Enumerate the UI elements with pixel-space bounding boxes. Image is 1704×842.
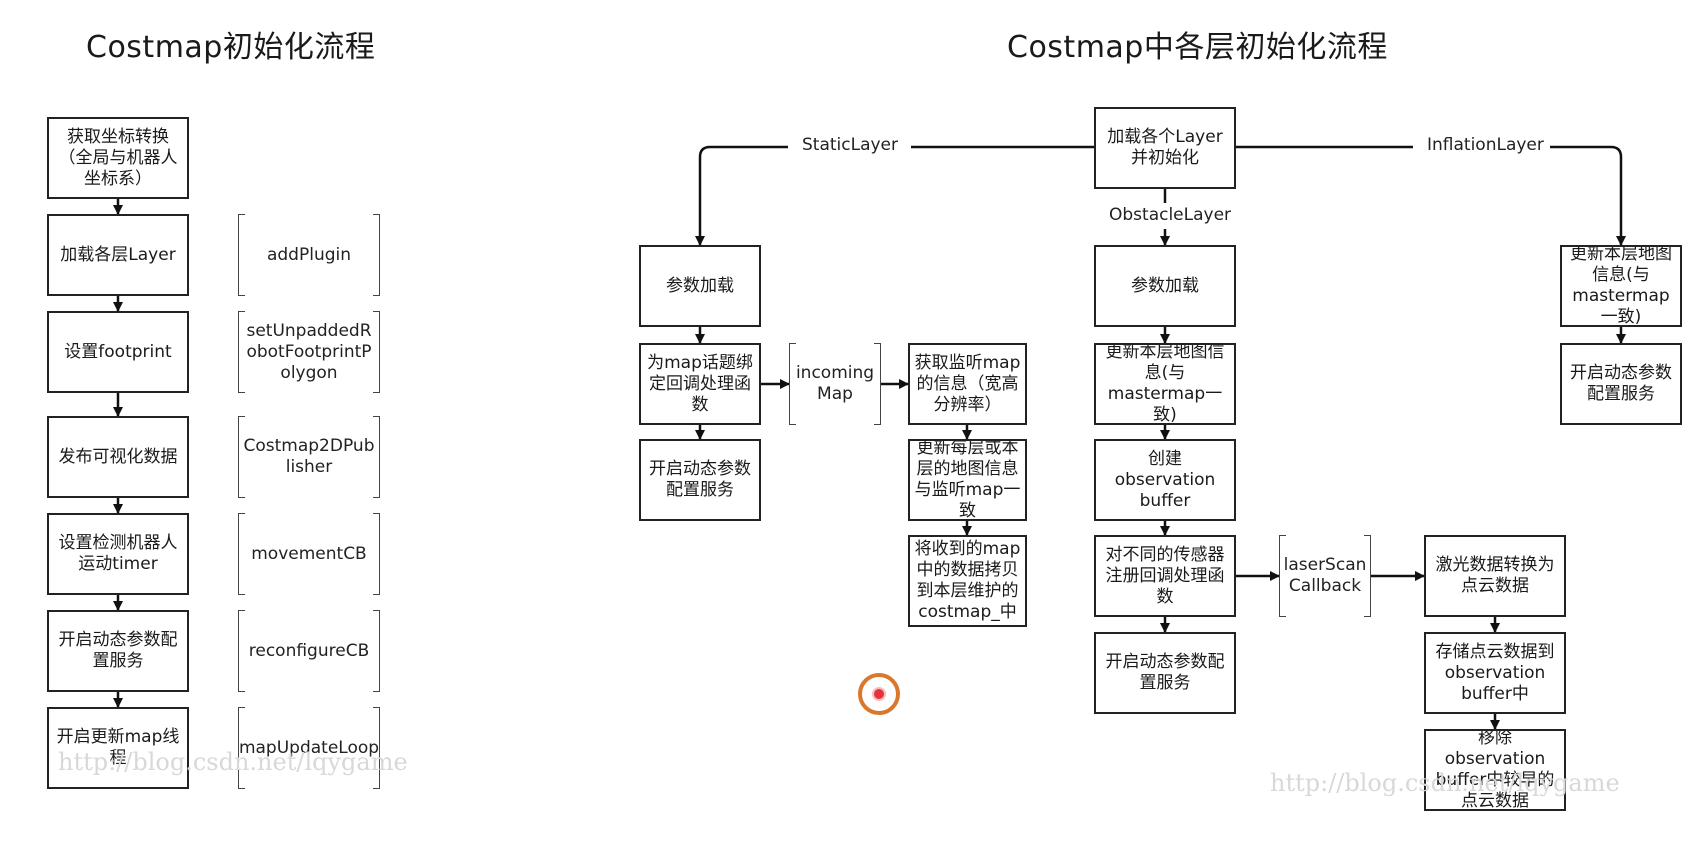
fn-movement-cb: movementCB [238,513,380,595]
edge-label-inflation: InflationLayer [1421,135,1550,155]
cursor-marker-icon [858,673,900,715]
left-title: Costmap初始化流程 [86,30,376,65]
fn-set-footprint-label: setUnpaddedRobotFootprintPolygon [246,320,372,383]
fn-publisher-label: Costmap2DPublisher [243,436,375,477]
fn-map-update-loop: mapUpdateLoop [238,707,380,789]
left-step-reconfigure: 开启动态参数配置服务 [47,610,189,692]
edge-label-obstacle: ObstacleLayer [1103,205,1238,225]
left-step-footprint: 设置footprint [47,311,189,393]
edge-label-static: StaticLayer [796,135,905,155]
obstacle-cb-store: 存储点云数据到observation buffer中 [1424,632,1566,714]
obstacle-create-buffer: 创建observation buffer [1094,439,1236,521]
root-to-static-line-b [695,145,788,246]
root-to-inflation-line-b [1545,145,1626,246]
root-load-layers: 加载各个Layer并初始化 [1094,107,1236,189]
inflation-update-map: 更新本层地图信息(与mastermap一致) [1560,245,1682,327]
fn-reconfigure-cb-label: reconfigureCB [248,640,370,661]
fn-publisher: Costmap2DPublisher [238,416,380,498]
watermark-right: http://blog.csdn.net/lqygame [1270,769,1620,797]
obstacle-cb-remove: 移除observation buffer中较早的点云数据 [1424,729,1566,811]
left-step-transform: 获取坐标转换 （全局与机器人坐标系） [47,117,189,199]
obstacle-update-map: 更新本层地图信息(与mastermap一致) [1094,343,1236,425]
static-cb-copy-data: 将收到的map中的数据拷贝到本层维护的costmap_中 [908,535,1027,627]
static-callback-incoming-map: incomingMap [789,343,881,425]
static-param-load: 参数加载 [639,245,761,327]
watermark-left: http://blog.csdn.net/lqygame [58,748,408,776]
left-step-timer: 设置检测机器人运动timer [47,513,189,595]
fn-add-plugin: addPlugin [238,214,380,296]
static-callback-label: incomingMap [795,363,875,404]
fn-add-plugin-label: addPlugin [266,244,352,265]
obstacle-callback-label: laserScan Callback [1283,555,1367,596]
left-step-update-thread: 开启更新map线程 [47,707,189,789]
obstacle-callback-laser-scan: laserScan Callback [1279,535,1371,617]
static-bind-callback: 为map话题绑定回调处理函数 [639,343,761,425]
cursor-marker-dot [872,687,886,701]
obstacle-param-load: 参数加载 [1094,245,1236,327]
fn-movement-cb-label: movementCB [251,543,367,564]
static-cb-get-info: 获取监听map的信息（宽高分辨率） [908,343,1027,425]
obstacle-register-callbacks: 对不同的传感器注册回调处理函数 [1094,535,1236,617]
fn-map-update-loop-label: mapUpdateLoop [238,737,380,758]
static-reconfigure: 开启动态参数配置服务 [639,439,761,521]
inflation-reconfigure: 开启动态参数配置服务 [1560,343,1682,425]
left-step-load-layers: 加载各层Layer [47,214,189,296]
obstacle-cb-convert: 激光数据转换为点云数据 [1424,535,1566,617]
static-cb-update-map: 更新每层或本层的地图信息与监听map一致 [908,439,1027,521]
obstacle-reconfigure: 开启动态参数配置服务 [1094,632,1236,714]
fn-set-footprint: setUnpaddedRobotFootprintPolygon [238,311,380,393]
right-title: Costmap中各层初始化流程 [1007,30,1388,65]
left-step-publish: 发布可视化数据 [47,416,189,498]
fn-reconfigure-cb: reconfigureCB [238,610,380,692]
